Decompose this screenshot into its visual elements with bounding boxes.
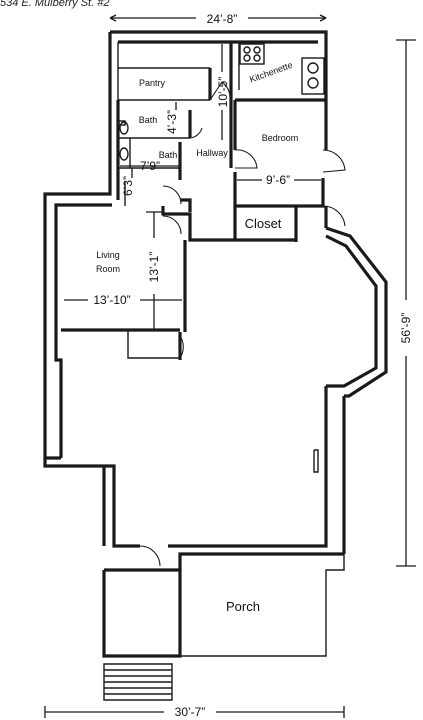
label-living-line1: Living (96, 250, 120, 260)
room-labels: Pantry Kitchenette Bath Bath Hallway Bed… (96, 60, 298, 614)
dim-living-height: 13’-1” (147, 252, 161, 283)
label-closet: Closet (245, 216, 282, 231)
bath-fixtures (118, 120, 129, 161)
sink-icon-bath (119, 147, 129, 161)
outer-walls (43, 30, 388, 572)
label-porch: Porch (226, 599, 260, 614)
dim-living-width: 13’-10” (93, 293, 130, 307)
dim-overall-height: 56’-9” (399, 313, 413, 344)
dim-top-width: 24’-8” (207, 12, 238, 26)
label-living-line2: Room (96, 264, 120, 274)
porch-steps (102, 554, 345, 701)
dim-small-bath-height: 6’3” (121, 176, 135, 196)
dim-bedroom-width: 9’-6” (266, 173, 290, 187)
dimension-labels: 24’-8” 10’-5” 4’-3” 7’9” 6’3” 9’-6” 13’-… (93, 12, 413, 719)
dim-small-bath-width: 7’9” (140, 159, 160, 173)
dim-kitchenette-height: 10’-5” (216, 77, 230, 108)
label-hallway: Hallway (196, 148, 228, 158)
label-bedroom: Bedroom (262, 133, 299, 143)
dimension-lines (44, 14, 416, 718)
dim-bath-height: 4’-3” (165, 110, 179, 134)
doors (139, 81, 346, 567)
sink-icon (301, 57, 325, 95)
address-header: 534 E. Mulberry St. #2 (0, 0, 109, 9)
label-bath-upper: Bath (139, 115, 158, 125)
interior-walls (61, 40, 326, 473)
kitchen-fixtures (239, 43, 325, 95)
stove-icon (239, 43, 265, 65)
label-bath-lower: Bath (159, 150, 178, 160)
toilet-icon (119, 121, 129, 135)
dim-bottom-width: 30’-7” (175, 705, 206, 719)
label-pantry: Pantry (139, 78, 166, 88)
